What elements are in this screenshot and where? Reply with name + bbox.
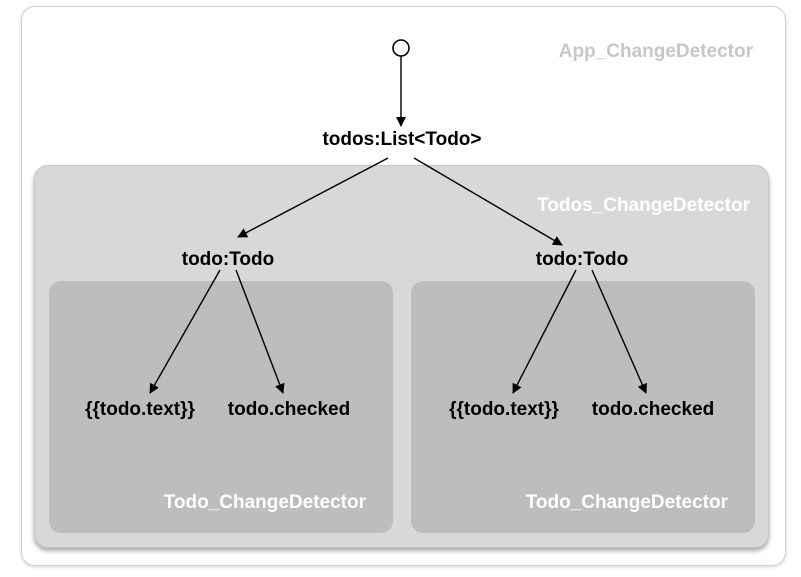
todo-change-detector-box-left: Todo_ChangeDetector (49, 281, 393, 533)
node-todos-list: todos:List<Todo> (322, 129, 482, 150)
todo-change-detector-title-right: Todo_ChangeDetector (525, 492, 728, 513)
node-todo-text-left: {{todo.text}} (85, 399, 195, 420)
node-todo-checked-left: todo.checked (227, 399, 351, 420)
node-todo-text-right: {{todo.text}} (449, 399, 559, 420)
todo-change-detector-title-left: Todo_ChangeDetector (163, 492, 366, 513)
node-todo-checked-right: todo.checked (591, 399, 715, 420)
node-todo-right: todo:Todo (535, 249, 629, 270)
node-todo-left: todo:Todo (181, 249, 275, 270)
app-change-detector-title: App_ChangeDetector (558, 41, 753, 62)
todos-change-detector-title: Todos_ChangeDetector (537, 195, 750, 216)
todo-change-detector-box-right: Todo_ChangeDetector (411, 281, 755, 533)
